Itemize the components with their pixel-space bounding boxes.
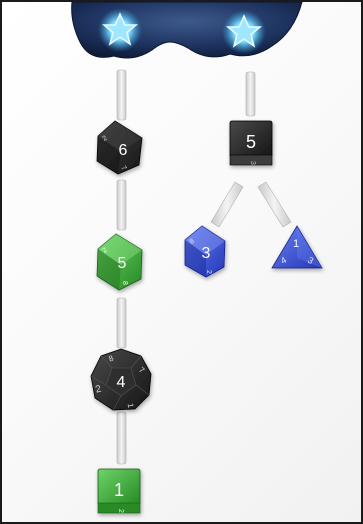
die-d4-blue[interactable]: 1 4 3 bbox=[271, 225, 323, 269]
star-icon bbox=[225, 14, 263, 48]
connector bbox=[210, 181, 244, 228]
root-star-right[interactable] bbox=[222, 10, 266, 54]
die-side-mark: 8 bbox=[121, 281, 128, 285]
die-value: 1 bbox=[114, 480, 124, 500]
die-side-mark: 2 bbox=[117, 509, 124, 513]
die-value: 4 bbox=[117, 374, 126, 391]
die-value: 1 bbox=[293, 238, 299, 250]
die-side-mark: 8 bbox=[189, 238, 196, 246]
die-side-mark: 2 bbox=[205, 270, 212, 274]
die-side-mark: 2 bbox=[102, 247, 109, 255]
die-side-mark: 1 bbox=[126, 403, 136, 409]
die-side-mark: 3 bbox=[306, 255, 315, 266]
die-side-mark: 7 bbox=[119, 165, 127, 172]
star-icon bbox=[101, 12, 139, 46]
die-value: 6 bbox=[119, 142, 128, 159]
die-d8-blue[interactable]: 3 8 2 bbox=[184, 225, 226, 278]
die-side-mark: 8 bbox=[108, 353, 116, 363]
die-side-mark: 4 bbox=[279, 255, 288, 266]
die-value: 5 bbox=[246, 132, 256, 152]
die-d12-black[interactable]: 4 2 8 7 1 bbox=[90, 348, 152, 411]
connector bbox=[257, 181, 292, 228]
die-value: 5 bbox=[118, 255, 127, 272]
connector bbox=[116, 411, 127, 465]
die-side-mark: 3 bbox=[249, 161, 256, 165]
die-side-mark: 2 bbox=[102, 135, 109, 143]
connector bbox=[245, 71, 256, 117]
die-side-mark: 7 bbox=[137, 365, 147, 375]
die-side-mark: 2 bbox=[94, 383, 103, 395]
die-value: 3 bbox=[202, 245, 211, 262]
die-d8-green[interactable]: 5 2 8 bbox=[96, 233, 143, 291]
die-d6-green[interactable]: 1 2 bbox=[97, 468, 141, 514]
root-star-left[interactable] bbox=[98, 8, 142, 52]
connector bbox=[116, 69, 127, 121]
connector bbox=[116, 297, 127, 349]
die-d6-black[interactable]: 5 3 bbox=[229, 120, 273, 166]
die-d8-black[interactable]: 6 2 7 bbox=[96, 120, 143, 175]
connector bbox=[116, 179, 127, 231]
